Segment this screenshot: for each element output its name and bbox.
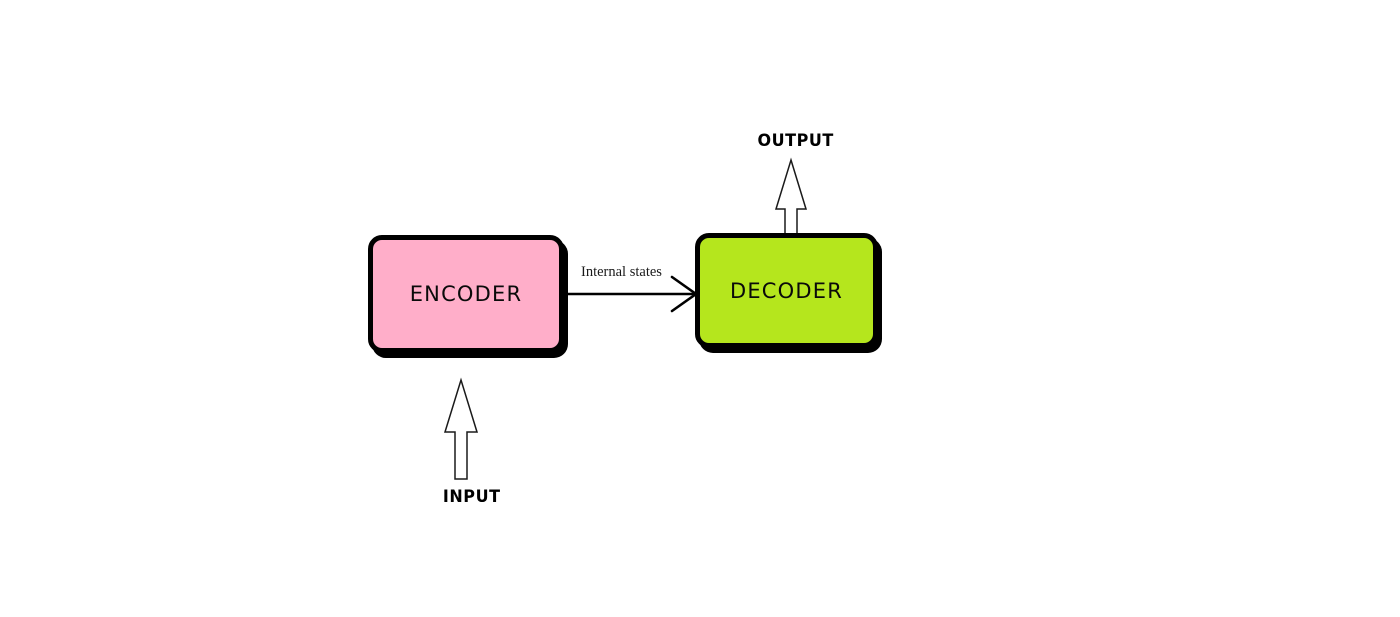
encoder-label: ENCODER — [409, 282, 523, 306]
internal-states-label: Internal states — [581, 264, 662, 280]
input-label: INPUT — [442, 487, 501, 507]
decoder-label: DECODER — [729, 278, 844, 303]
output-arrow — [774, 157, 808, 235]
output-label: OUTPUT — [757, 131, 834, 151]
decoder-block[interactable]: DECODER — [695, 233, 878, 348]
encoder-block[interactable]: ENCODER — [368, 235, 564, 353]
internal-states-connector — [568, 275, 699, 313]
input-arrow — [443, 377, 479, 480]
